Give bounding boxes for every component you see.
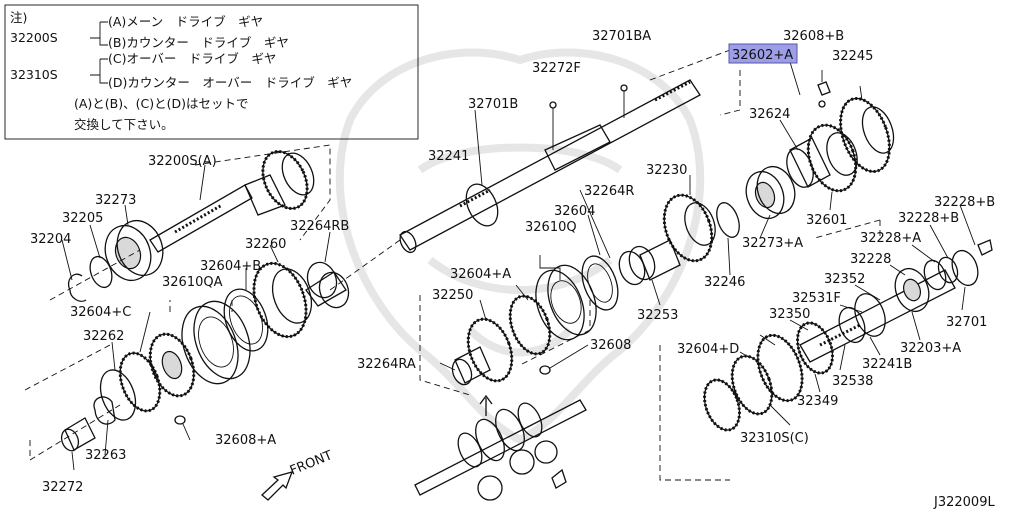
part-label: 32531F (792, 291, 841, 306)
note-bracket (90, 21, 108, 46)
main-drive-gear-group (24, 144, 350, 461)
part-label: 32246 (704, 275, 745, 290)
note-line: 32200S (10, 30, 58, 45)
note-line: 交換して下さい。 (74, 117, 174, 132)
part-label: 32241 (428, 149, 469, 164)
part-label: 32264RA (357, 357, 416, 372)
overdrive-top-group (719, 70, 895, 239)
note-line: 注) (10, 10, 27, 25)
overdrive-bottom-group (659, 220, 993, 481)
part-label: 32610QA (162, 275, 223, 290)
part-label: 32228 (850, 252, 891, 267)
highlighted-part-box (728, 43, 798, 64)
part-label: 32230 (646, 163, 687, 178)
main-shaft-group (329, 49, 740, 416)
figure-code: J322009L (933, 495, 995, 510)
note-line: (A)と(B)、(C)と(D)はセットで (74, 96, 249, 111)
watermark-emblem (335, 48, 705, 445)
part-label: 32264RB (290, 219, 349, 234)
front-arrow (261, 471, 294, 501)
part-label: 32253 (637, 308, 678, 323)
part-label: 32260 (245, 237, 286, 252)
note-line: (C)オーバー ドライブ ギヤ (108, 51, 276, 66)
part-label: 32272F (532, 61, 581, 76)
part-label: 32701BA (592, 29, 651, 44)
part-label: 32601 (806, 213, 847, 228)
part-label: 32604+A (450, 267, 511, 282)
part-label: 32608 (590, 338, 631, 353)
part-label: 32205 (62, 211, 103, 226)
part-label: 32608+A (215, 433, 276, 448)
part-label: 32350 (769, 307, 810, 322)
part-label: 32701B (468, 97, 518, 112)
part-label: 32608+B (783, 29, 844, 44)
part-label: 32250 (432, 288, 473, 303)
part-label: 32604+B (200, 259, 261, 274)
part-label: 32228+B (934, 195, 995, 210)
note-box (4, 4, 419, 140)
part-labels: 32200S(A) 32273 32205 32204 32264RB 3226… (30, 29, 995, 510)
part-label: 32264R (584, 184, 634, 199)
part-label: 32273+A (742, 236, 803, 251)
note-line: (B)カウンター ドライブ ギヤ (108, 35, 289, 50)
part-label: 32273 (95, 193, 136, 208)
part-label: 32228+B (898, 211, 959, 226)
note-line: (A)メーン ドライブ ギヤ (108, 14, 263, 29)
part-label: 32204 (30, 232, 71, 247)
note-bracket (90, 58, 108, 84)
part-label: 32263 (85, 448, 126, 463)
part-label: 32241B (862, 357, 912, 372)
part-label: 32349 (797, 394, 838, 409)
part-label: 32262 (83, 329, 124, 344)
part-label: 32604+D (677, 342, 739, 357)
part-label: 32538 (832, 374, 873, 389)
highlighted-part-label: 32602+A (732, 48, 793, 63)
part-label: 32272 (42, 480, 83, 495)
part-label: 32310S(C) (740, 431, 809, 446)
assembled-shaft (414, 399, 587, 501)
part-label: 32228+A (860, 231, 921, 246)
note-line: (D)カウンター オーバー ドライブ ギヤ (108, 75, 352, 90)
part-label: 32604+C (70, 305, 131, 320)
part-label: 32610Q (525, 220, 577, 235)
part-label: 32200S(A) (148, 154, 217, 169)
front-label: FRONT (288, 448, 335, 479)
part-label: 32624 (749, 107, 790, 122)
note-text: 注) 32200S (A)メーン ドライブ ギヤ (B)カウンター ドライブ ギ… (10, 10, 352, 132)
part-label: 32352 (824, 272, 865, 287)
leader-lines (61, 61, 976, 471)
part-label: 32245 (832, 49, 873, 64)
part-label: 32203+A (900, 341, 961, 356)
note-line: 32310S (10, 67, 58, 82)
part-label: 32701 (946, 315, 987, 330)
part-label: 32604 (554, 204, 595, 219)
